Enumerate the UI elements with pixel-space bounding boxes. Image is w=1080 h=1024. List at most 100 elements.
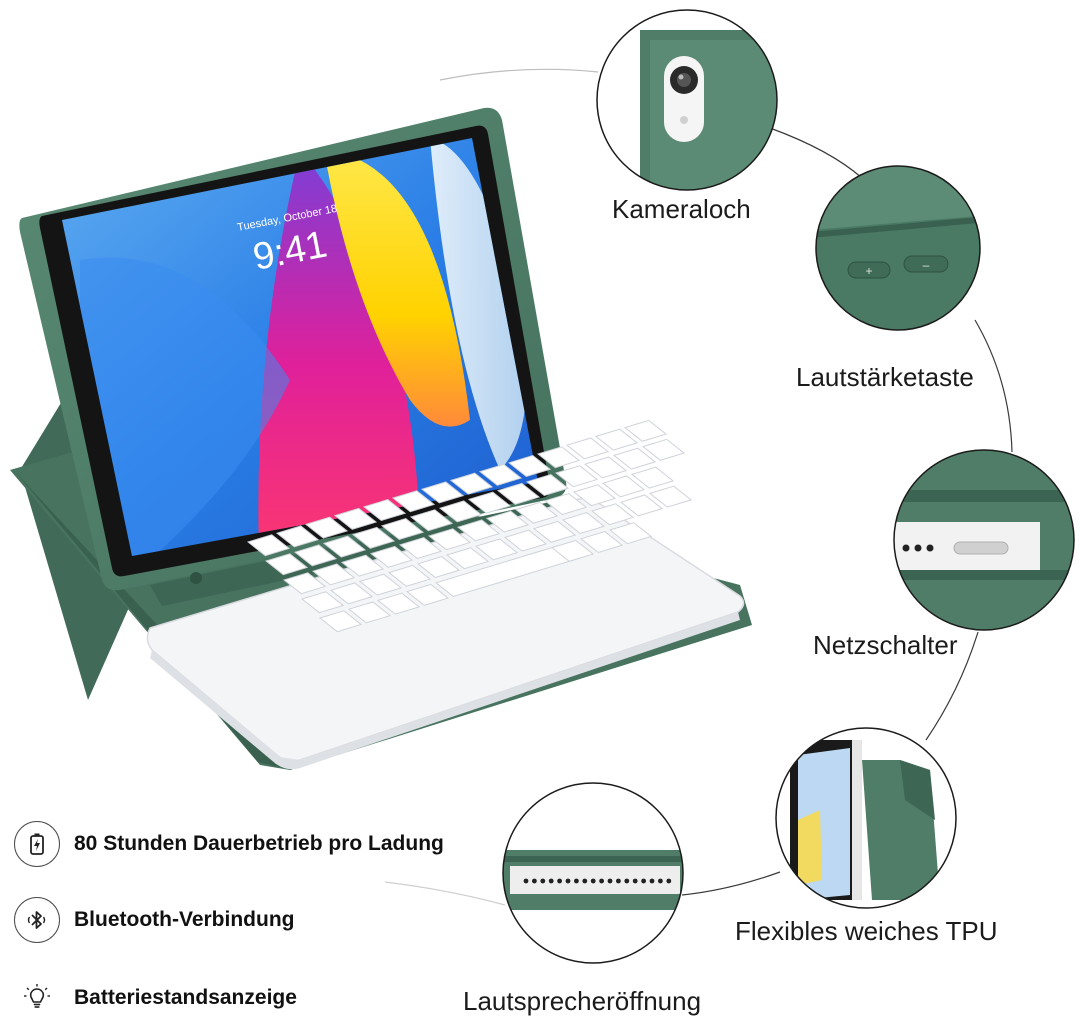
keyboard-key xyxy=(318,610,363,633)
keyboard-key xyxy=(543,493,588,516)
callout-tpu-image xyxy=(775,727,957,909)
keyboard-key xyxy=(438,500,483,523)
speaker-hole xyxy=(666,878,672,884)
feature-bluetooth: Bluetooth-Verbindung xyxy=(14,897,294,943)
keyboard-key xyxy=(507,455,552,478)
speaker-hole xyxy=(565,878,571,884)
keyboard-key xyxy=(623,419,668,442)
callout-power-image xyxy=(893,449,1075,631)
keyboard-key xyxy=(554,465,599,488)
speaker-hole xyxy=(599,878,604,884)
keyboard-key xyxy=(347,601,392,624)
speaker-hole xyxy=(641,878,646,884)
feature-text-bluetooth: Bluetooth-Verbindung xyxy=(74,908,295,931)
speaker-hole xyxy=(632,878,638,884)
keyboard-key xyxy=(648,485,693,508)
volume-up-key: + xyxy=(865,264,872,278)
keyboard-key xyxy=(514,501,559,524)
keyboard-key xyxy=(340,554,385,577)
keyboard-key xyxy=(275,525,320,548)
keyboard-key xyxy=(398,537,443,560)
keyboard-key xyxy=(369,545,414,568)
keyboard-key xyxy=(583,456,628,479)
keyboard-key xyxy=(427,528,472,551)
keyboard-key xyxy=(387,564,432,587)
keyboard-key xyxy=(416,556,461,579)
keyboard-key xyxy=(391,490,436,513)
keyboard-key xyxy=(329,582,374,605)
callout-camera-image xyxy=(596,9,778,191)
keyboard-key xyxy=(590,503,635,526)
keyboard-key xyxy=(550,539,595,562)
keyboard-key xyxy=(358,573,403,596)
feature-battery-life: 80 Stunden Dauerbetrieb pro Ladung xyxy=(14,821,444,867)
keyboard-key xyxy=(536,446,581,469)
feature-battery-indicator: Batteriestandsanzeige xyxy=(14,975,297,1021)
keyboard-key xyxy=(525,474,570,497)
keyboard-key xyxy=(351,526,396,549)
keyboard-key xyxy=(362,499,407,522)
keyboard-key xyxy=(264,553,309,576)
speaker-hole xyxy=(540,878,546,884)
speaker-hole xyxy=(616,878,621,884)
keyboard-keys xyxy=(246,419,693,633)
keyboard-key xyxy=(282,572,327,595)
keyboard-key xyxy=(641,438,686,461)
callout-label-tpu: Flexibles weiches TPU xyxy=(735,916,998,946)
volume-down-key: – xyxy=(923,258,930,272)
keyboard-key xyxy=(449,472,494,495)
callout-label-speaker: Lautsprecheröffnung xyxy=(463,986,702,1016)
keyboard-key xyxy=(405,583,450,606)
keyboard-key xyxy=(456,519,501,542)
tablet-keyboard-case: Tuesday, October 18 9:41 xyxy=(10,107,752,770)
keyboard-key xyxy=(311,563,356,586)
speaker-hole xyxy=(649,878,655,884)
keyboard-key xyxy=(474,538,519,561)
callout-label-volume: Lautstärketaste xyxy=(796,362,974,392)
keyboard-key xyxy=(293,544,338,567)
callout-speaker-image xyxy=(502,782,684,964)
lightbulb-icon xyxy=(14,975,60,1021)
bluetooth-icon xyxy=(14,897,60,943)
callout-label-power: Netzschalter xyxy=(813,630,958,660)
speaker-hole xyxy=(523,878,529,884)
keyboard-key xyxy=(409,509,454,532)
keyboard-key xyxy=(630,466,675,489)
speaker-hole xyxy=(532,878,537,884)
callout-volume-image: + – xyxy=(815,165,981,331)
keyboard-key xyxy=(561,512,606,535)
keyboard-key xyxy=(532,520,577,543)
keyboard-key xyxy=(572,484,617,507)
keyboard-key xyxy=(608,522,653,545)
speaker-hole xyxy=(590,878,596,884)
speaker-hole xyxy=(658,878,663,884)
keyboard-key xyxy=(579,531,624,554)
speaker-hole xyxy=(624,878,630,884)
keyboard-key xyxy=(503,529,548,552)
callout-label-camera: Kameraloch xyxy=(612,194,751,224)
keyboard-key xyxy=(380,518,425,541)
speaker-hole xyxy=(582,878,588,884)
keyboard-key xyxy=(594,428,639,451)
battery-bolt-icon xyxy=(14,821,60,867)
keyboard-key xyxy=(300,591,345,614)
keyboard-key xyxy=(601,475,646,498)
keyboard-key xyxy=(612,447,657,470)
keyboard-key xyxy=(485,510,530,533)
keyboard-key xyxy=(246,534,291,557)
speaker-hole xyxy=(607,878,613,884)
feature-text-battery: 80 Stunden Dauerbetrieb pro Ladung xyxy=(74,832,444,855)
speaker-hole xyxy=(557,878,562,884)
keyboard-key xyxy=(420,481,465,504)
speaker-hole xyxy=(548,878,554,884)
keyboard-key xyxy=(333,507,378,530)
feature-text-indicator: Batteriestandsanzeige xyxy=(74,986,297,1009)
keyboard-key xyxy=(619,494,664,517)
keyboard-key xyxy=(445,547,490,570)
keyboard-key xyxy=(496,482,541,505)
keyboard-key xyxy=(478,463,523,486)
keyboard-key xyxy=(467,491,512,514)
keyboard-key xyxy=(376,592,421,615)
